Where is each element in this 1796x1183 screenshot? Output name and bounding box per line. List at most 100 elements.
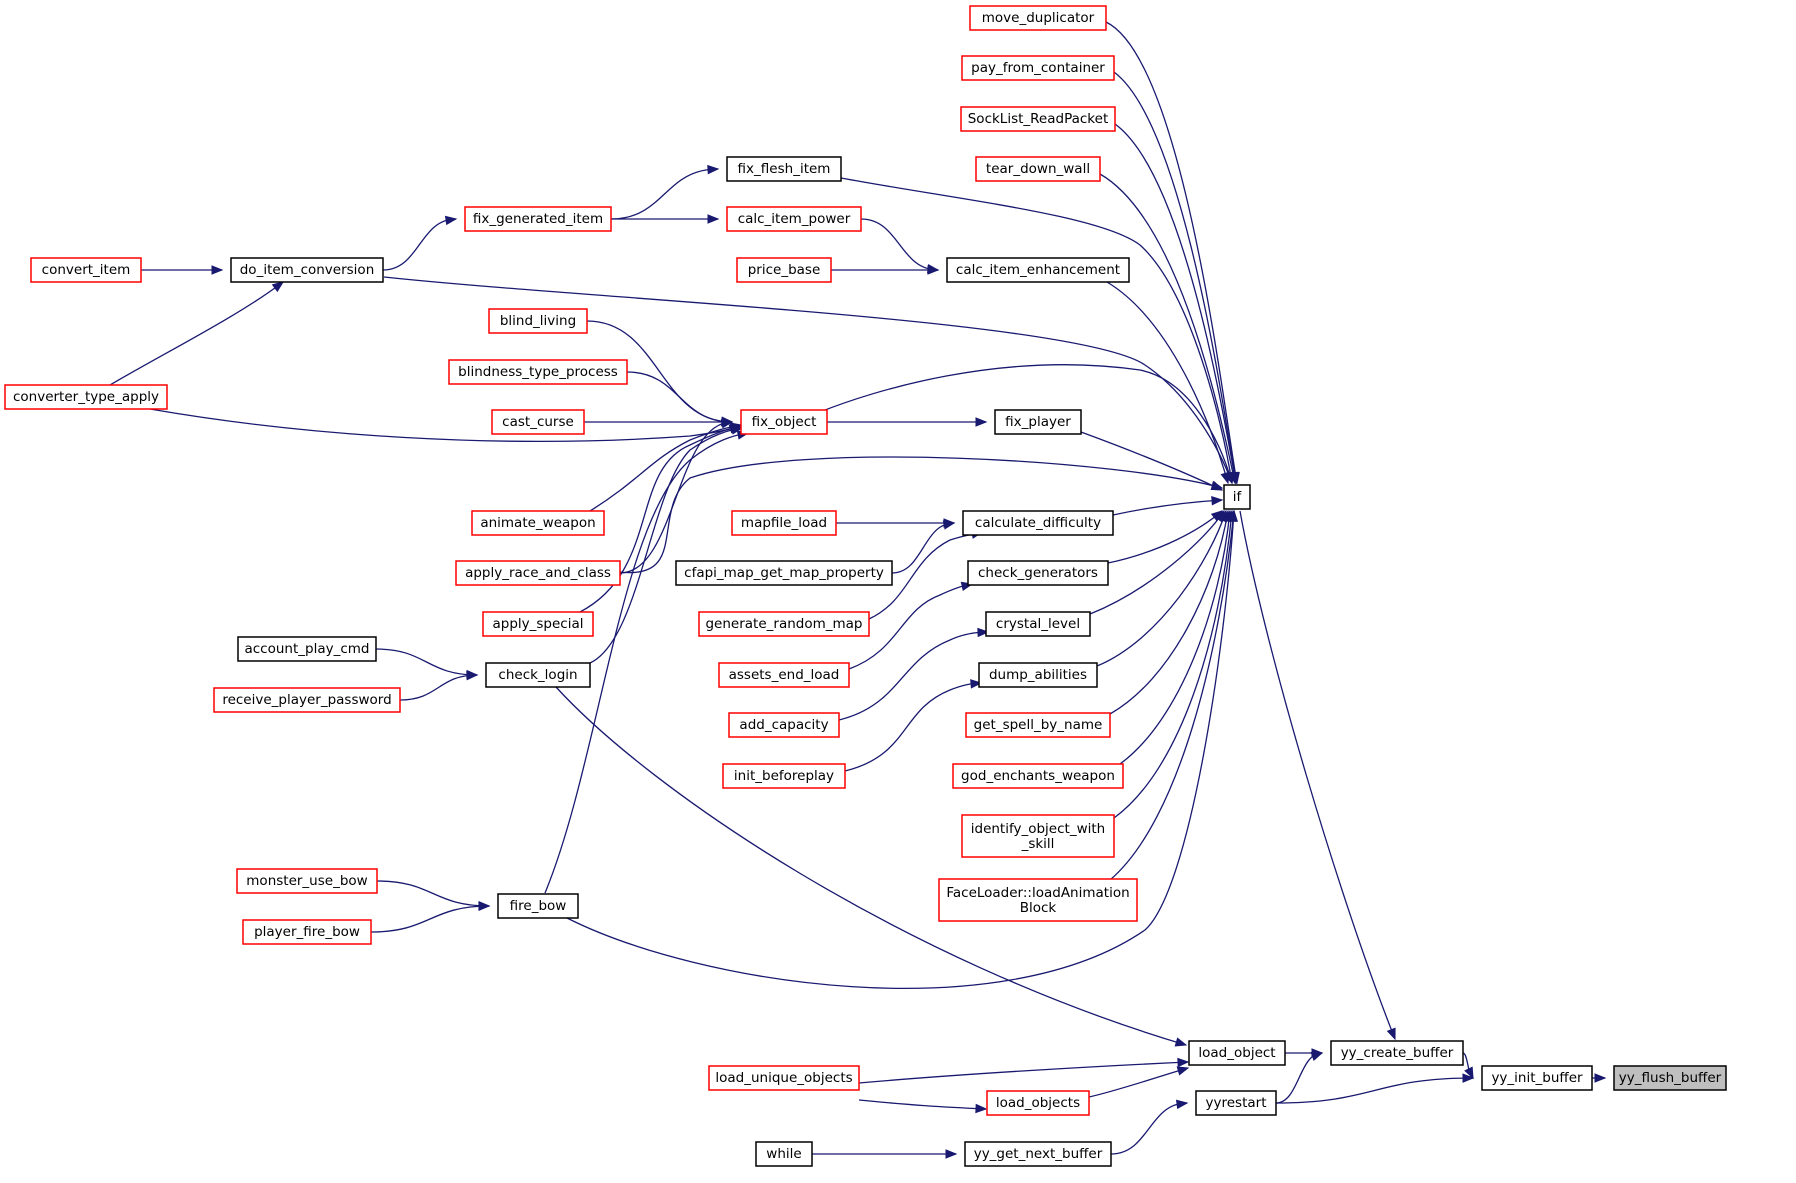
- node-dump_abilities[interactable]: dump_abilities: [978, 662, 1098, 688]
- edge-tear_down_wall-to-if: [1099, 173, 1238, 485]
- node-pay_from_container[interactable]: pay_from_container: [961, 55, 1115, 81]
- node-blindness_type_process[interactable]: blindness_type_process: [448, 359, 628, 385]
- edge-price_base-to-calc_item_enhancement: [831, 265, 940, 275]
- node-crystal_level-label: crystal_level: [996, 616, 1080, 632]
- node-blind_living[interactable]: blind_living: [488, 308, 588, 334]
- edge-cfapi_map_get_map_property-to-calculate_difficulty: [891, 520, 956, 574]
- edge-yyrestart-to-yy_create_buffer: [1275, 1052, 1324, 1104]
- node-move_duplicator-box: [969, 5, 1107, 31]
- node-price_base-box: [736, 257, 832, 283]
- node-load_objects[interactable]: load_objects: [986, 1090, 1090, 1116]
- node-do_item_conversion-label: do_item_conversion: [240, 262, 375, 278]
- edge-yy_init_buffer-to-yy_flush_buffer: [1591, 1073, 1607, 1083]
- node-add_capacity-label: add_capacity: [739, 717, 828, 733]
- node-while[interactable]: while: [755, 1141, 813, 1167]
- node-generate_random_map[interactable]: generate_random_map: [698, 611, 870, 637]
- node-calculate_difficulty-box: [962, 510, 1114, 536]
- node-init_beforeplay[interactable]: init_beforeplay: [722, 763, 846, 789]
- edge-fire_bow-to-fix_object: [544, 430, 750, 894]
- node-add_capacity[interactable]: add_capacity: [728, 712, 840, 738]
- node-animate_weapon-box: [471, 510, 605, 536]
- node-yyrestart-label: yyrestart: [1206, 1095, 1267, 1111]
- node-fix_generated_item-label: fix_generated_item: [473, 211, 603, 227]
- node-fix_player[interactable]: fix_player: [994, 409, 1082, 435]
- node-yyrestart[interactable]: yyrestart: [1195, 1090, 1277, 1116]
- node-blindness_type_process-label: blindness_type_process: [458, 364, 618, 380]
- node-check_generators-label: check_generators: [978, 565, 1098, 581]
- node-god_enchants_weapon[interactable]: god_enchants_weapon: [952, 763, 1124, 789]
- node-player_fire_bow[interactable]: player_fire_bow: [242, 919, 372, 945]
- edge-converter_type_apply-to-do_item_conversion: [109, 281, 285, 386]
- node-converter_type_apply-label: converter_type_apply: [13, 389, 159, 405]
- node-calc_item_power-box: [726, 206, 862, 232]
- node-get_spell_by_name[interactable]: get_spell_by_name: [965, 712, 1111, 738]
- node-FaceLoader_loadAnimationBlock-box: [938, 878, 1138, 922]
- node-assets_end_load[interactable]: assets_end_load: [718, 662, 850, 688]
- node-account_play_cmd[interactable]: account_play_cmd: [237, 636, 377, 662]
- node-fix_flesh_item[interactable]: fix_flesh_item: [726, 156, 842, 182]
- edge-player_fire_bow-to-fire_bow: [370, 901, 491, 933]
- node-cast_curse[interactable]: cast_curse: [491, 409, 585, 435]
- node-calc_item_power[interactable]: calc_item_power: [726, 206, 862, 232]
- node-check_login-label: check_login: [498, 667, 577, 683]
- node-apply_special-box: [482, 611, 594, 637]
- node-receive_player_password-box: [213, 687, 401, 713]
- node-load_object-box: [1188, 1040, 1286, 1066]
- node-load_unique_objects[interactable]: load_unique_objects: [708, 1065, 860, 1091]
- node-tear_down_wall[interactable]: tear_down_wall: [975, 156, 1101, 182]
- node-calculate_difficulty[interactable]: calculate_difficulty: [962, 510, 1114, 536]
- node-load_object[interactable]: load_object: [1188, 1040, 1286, 1066]
- node-apply_special[interactable]: apply_special: [482, 611, 594, 637]
- node-convert_item[interactable]: convert_item: [30, 257, 142, 283]
- edge-fix_flesh_item-to-if: [840, 177, 1235, 485]
- node-yy_create_buffer[interactable]: yy_create_buffer: [1330, 1040, 1464, 1066]
- node-init_beforeplay-box: [722, 763, 846, 789]
- node-yy_init_buffer-box: [1481, 1065, 1593, 1091]
- node-calc_item_enhancement[interactable]: calc_item_enhancement: [946, 257, 1130, 283]
- node-cfapi_map_get_map_property[interactable]: cfapi_map_get_map_property: [675, 560, 893, 586]
- node-yy_create_buffer-box: [1330, 1040, 1464, 1066]
- node-cfapi_map_get_map_property-label: cfapi_map_get_map_property: [684, 565, 884, 581]
- node-crystal_level-box: [985, 611, 1091, 637]
- node-price_base-label: price_base: [748, 262, 821, 278]
- node-price_base[interactable]: price_base: [736, 257, 832, 283]
- node-SockList_ReadPacket[interactable]: SockList_ReadPacket: [960, 106, 1116, 132]
- node-yy_flush_buffer: yy_flush_buffer: [1613, 1065, 1727, 1091]
- edge-god_enchants_weapon-to-if: [1119, 509, 1234, 765]
- node-fix_object[interactable]: fix_object: [740, 409, 828, 435]
- node-check_generators[interactable]: check_generators: [967, 560, 1109, 586]
- node-assets_end_load-label: assets_end_load: [729, 667, 840, 683]
- node-check_login[interactable]: check_login: [485, 662, 591, 688]
- node-move_duplicator[interactable]: move_duplicator: [969, 5, 1107, 31]
- node-fire_bow-box: [497, 893, 579, 919]
- node-yy_init_buffer[interactable]: yy_init_buffer: [1481, 1065, 1593, 1091]
- node-yy_create_buffer-label: yy_create_buffer: [1341, 1045, 1454, 1061]
- node-crystal_level[interactable]: crystal_level: [985, 611, 1091, 637]
- node-fix_object-label: fix_object: [752, 414, 817, 430]
- node-converter_type_apply[interactable]: converter_type_apply: [4, 384, 168, 410]
- node-calculate_difficulty-label: calculate_difficulty: [975, 515, 1101, 531]
- node-fire_bow[interactable]: fire_bow: [497, 893, 579, 919]
- edge-fix_object-to-if: [819, 364, 1234, 485]
- node-identify_object_with_skill-box: [961, 814, 1115, 858]
- node-if[interactable]: if: [1223, 484, 1251, 510]
- node-yy_flush_buffer-box: [1613, 1065, 1727, 1091]
- node-tear_down_wall-label: tear_down_wall: [986, 161, 1090, 177]
- node-calc_item_enhancement-box: [946, 257, 1130, 283]
- node-apply_race_and_class[interactable]: apply_race_and_class: [455, 560, 621, 586]
- node-do_item_conversion[interactable]: do_item_conversion: [230, 257, 384, 283]
- node-receive_player_password[interactable]: receive_player_password: [213, 687, 401, 713]
- node-yy_get_next_buffer[interactable]: yy_get_next_buffer: [964, 1141, 1112, 1167]
- edge-apply_race_and_class-to-if: [619, 456, 1224, 574]
- node-SockList_ReadPacket-box: [960, 106, 1116, 132]
- node-identify_object_with_skill[interactable]: identify_object_with_skill: [961, 814, 1115, 858]
- node-account_play_cmd-box: [237, 636, 377, 662]
- node-animate_weapon[interactable]: animate_weapon: [471, 510, 605, 536]
- node-fix_generated_item[interactable]: fix_generated_item: [464, 206, 612, 232]
- node-monster_use_bow[interactable]: monster_use_bow: [236, 868, 378, 894]
- node-mapfile_load[interactable]: mapfile_load: [731, 510, 837, 536]
- edge-FaceLoader_loadAnimationBlock-to-if: [1109, 509, 1238, 881]
- edge-add_capacity-to-crystal_level: [838, 627, 990, 721]
- node-init_beforeplay-label: init_beforeplay: [734, 768, 834, 784]
